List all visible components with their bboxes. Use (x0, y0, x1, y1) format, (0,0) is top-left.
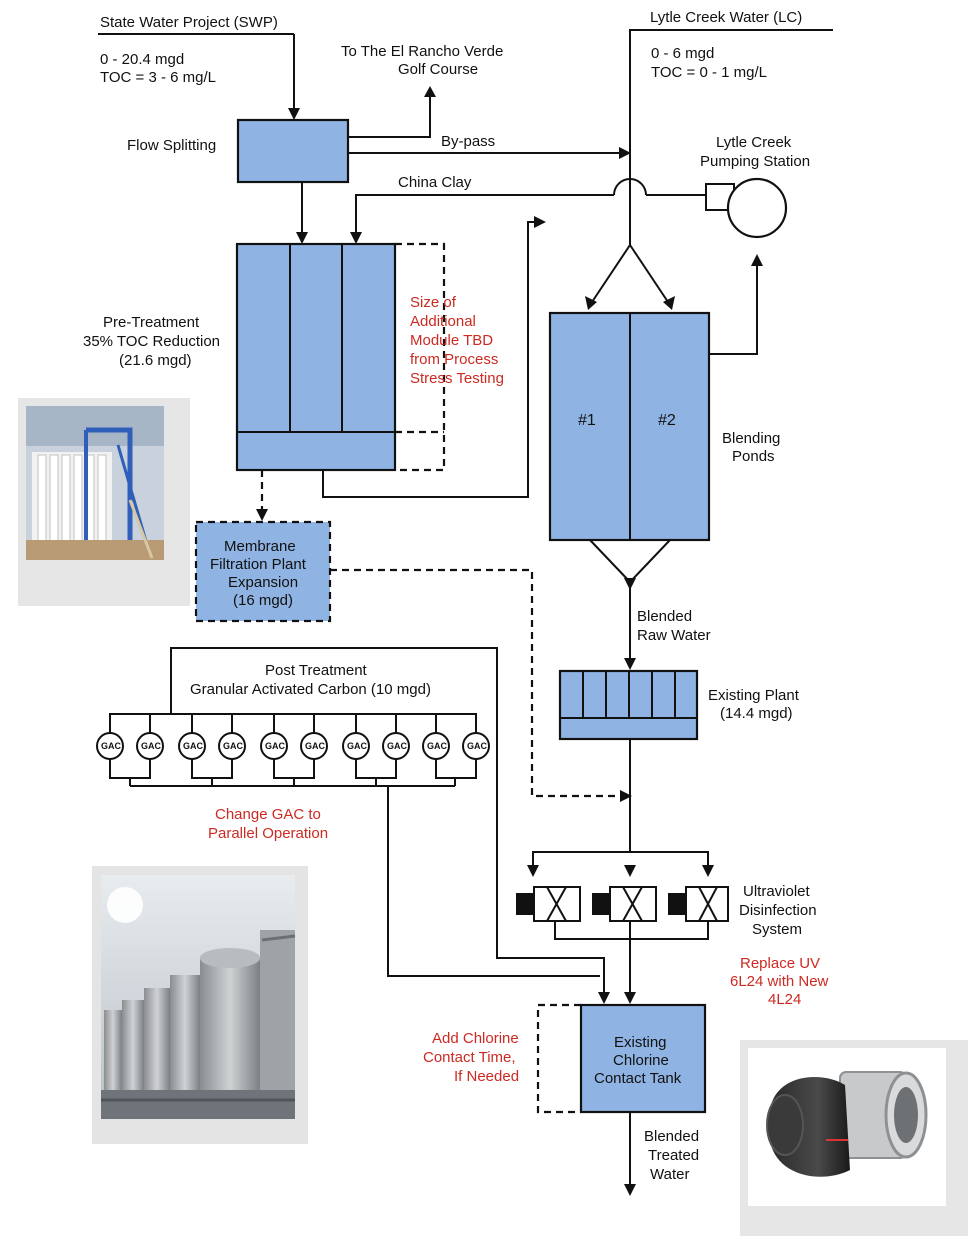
blending-ponds: #1 #2 Blending Ponds Blended Raw Water (548, 244, 780, 670)
pond-2-label: #2 (658, 412, 676, 429)
svg-text:GAC: GAC (347, 741, 368, 751)
svg-text:GAC: GAC (101, 741, 122, 751)
uv-system-line2: Disinfection (739, 902, 817, 919)
uv-system-line3: System (752, 921, 802, 938)
svg-text:GAC: GAC (265, 741, 286, 751)
gac-vessel: GAC (96, 732, 124, 760)
bypass-label: By-pass (441, 133, 495, 150)
pretreatment: Pre-Treatment 35% TOC Reduction (21.6 mg… (83, 216, 546, 521)
china-clay-label: China Clay (398, 174, 472, 191)
swp-title: State Water Project (SWP) (100, 14, 278, 31)
existing-plant: Existing Plant (14.4 mgd) (527, 669, 800, 877)
additional-module-line4: from Process (410, 351, 498, 368)
swp-source: State Water Project (SWP) 0 - 20.4 mgd T… (98, 14, 300, 120)
gac-tanks-photo (92, 866, 308, 1144)
china-clay-line: China Clay (350, 120, 706, 245)
uv-reactor (592, 886, 657, 922)
blending-ponds-line1: Blending (722, 430, 780, 447)
gac-vessel: GAC (382, 732, 410, 760)
lc-toc: TOC = 0 - 1 mg/L (651, 64, 767, 81)
replace-uv-line2: 6L24 with New (730, 973, 829, 990)
svg-text:GAC: GAC (387, 741, 408, 751)
post-treatment-line1: Post Treatment (265, 662, 368, 679)
uv-system-line1: Ultraviolet (743, 883, 811, 900)
svg-text:GAC: GAC (183, 741, 204, 751)
chlorine-tank-box (579, 1003, 707, 1114)
gac-vessel: GAC (218, 732, 246, 760)
svg-text:GAC: GAC (427, 741, 448, 751)
membrane-filtration: Membrane Filtration Plant Expansion (16 … (194, 520, 632, 802)
blended-treated-line1: Blended (644, 1128, 699, 1145)
blended-treated-line3: Water (650, 1166, 689, 1183)
uv-reactor-photo (740, 1040, 968, 1236)
replace-uv-line3: 4L24 (768, 991, 801, 1008)
pretreatment-line1: Pre-Treatment (103, 314, 200, 331)
chlorine-tank-line2: Chlorine (613, 1052, 669, 1069)
lc-source: Lytle Creek Water (LC) 0 - 6 mgd TOC = 0… (629, 9, 833, 120)
lc-flow: 0 - 6 mgd (651, 45, 714, 62)
pretreatment-line3: (21.6 mgd) (119, 352, 192, 369)
post-treatment-gac: Post Treatment Granular Activated Carbon… (96, 647, 610, 1004)
lc-title: Lytle Creek Water (LC) (650, 9, 802, 26)
swp-toc: TOC = 3 - 6 mg/L (100, 69, 216, 86)
add-chlorine-line3: If Needed (454, 1068, 519, 1085)
add-chlorine-line1: Add Chlorine (432, 1030, 519, 1047)
additional-module-line3: Module TBD (410, 332, 493, 349)
membrane-line4: (16 mgd) (233, 592, 293, 609)
gac-vessel: GAC (342, 732, 370, 760)
pretreatment-box (235, 242, 397, 472)
swp-flow: 0 - 20.4 mgd (100, 51, 184, 68)
additional-module-line1: Size of (410, 294, 457, 311)
svg-text:GAC: GAC (141, 741, 162, 751)
membrane-line1: Membrane (224, 538, 296, 555)
gac-vessel: GAC (422, 732, 450, 760)
flow-splitting-label: Flow Splitting (127, 137, 216, 154)
chlorine-tank-line3: Contact Tank (594, 1070, 682, 1087)
pretreatment-line2: 35% TOC Reduction (83, 333, 220, 350)
blended-raw-line1: Blended (637, 608, 692, 625)
blending-ponds-line2: Ponds (732, 448, 775, 465)
golf-course-line1: To The El Rancho Verde (341, 43, 503, 60)
uv-disinfection-system: Ultraviolet Disinfection System Replace … (516, 883, 829, 1008)
blended-treated-line2: Treated (648, 1147, 699, 1164)
pond-1-label: #1 (578, 412, 596, 429)
gac-vessel: GAC (178, 732, 206, 760)
gac-vessel: GAC (136, 732, 164, 760)
uv-reactor (668, 886, 729, 922)
golf-course-line2: Golf Course (398, 61, 478, 78)
uv-reactor (516, 886, 581, 922)
lytle-creek-pumping-station: Lytle Creek Pumping Station (700, 134, 810, 355)
change-gac-line1: Change GAC to (215, 806, 321, 823)
post-treatment-line2: Granular Activated Carbon (10 mgd) (190, 681, 431, 698)
additional-module-line5: Stress Testing (410, 370, 504, 387)
add-chlorine-line2: Contact Time, (423, 1049, 516, 1066)
existing-plant-line2: (14.4 mgd) (720, 705, 793, 722)
pumping-station-line1: Lytle Creek (716, 134, 792, 151)
change-gac-line2: Parallel Operation (208, 825, 328, 842)
flow-splitting-box (236, 118, 350, 184)
existing-plant-line1: Existing Plant (708, 687, 800, 704)
gac-vessel: GAC (300, 732, 328, 760)
replace-uv-line1: Replace UV (740, 955, 820, 972)
membrane-rack-photo (18, 398, 190, 606)
membrane-line3: Expansion (228, 574, 298, 591)
chlorine-tank-line1: Existing (614, 1034, 667, 1051)
svg-text:GAC: GAC (305, 741, 326, 751)
pumping-station-line2: Pumping Station (700, 153, 810, 170)
additional-module-line2: Additional (410, 313, 476, 330)
blended-raw-line2: Raw Water (637, 627, 711, 644)
membrane-box (194, 520, 332, 623)
chlorine-contact-tank: Existing Chlorine Contact Tank Add Chlor… (423, 1003, 707, 1196)
svg-text:GAC: GAC (223, 741, 244, 751)
gac-vessel: GAC (260, 732, 288, 760)
flow-splitting: Flow Splitting To The El Rancho Verde Go… (127, 43, 631, 244)
pump-icon (726, 177, 788, 239)
gac-vessel: GAC (462, 732, 490, 760)
svg-text:GAC: GAC (467, 741, 488, 751)
membrane-line2: Filtration Plant (210, 556, 307, 573)
